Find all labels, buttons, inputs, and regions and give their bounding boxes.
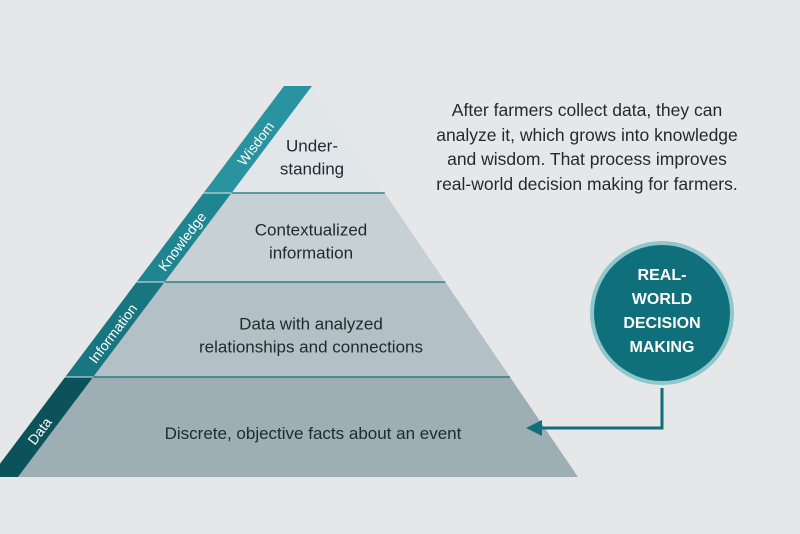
callout-arrow-head-icon	[526, 420, 542, 436]
description-line: analyze it, which grows into knowledge	[436, 124, 738, 145]
decision-making-label-line: MAKING	[630, 339, 695, 356]
pyramid-tier-wisdom	[231, 86, 385, 193]
tier-label-information: Data with analyzed	[239, 315, 383, 334]
tier-label-data: Discrete, objective facts about an event	[165, 424, 462, 443]
callout-connector-line	[540, 388, 664, 430]
side-band-segment-information	[65, 282, 165, 377]
side-band-segment-data	[0, 377, 94, 477]
description-line: real-world decision making for farmers.	[436, 173, 738, 194]
side-band-segment-knowledge	[136, 193, 232, 282]
tier-label-information: relationships and connections	[199, 338, 423, 357]
description-line: After farmers collect data, they can	[451, 100, 723, 120]
description-line: and wisdom. That process improves	[447, 149, 727, 169]
pyramid-tier-information	[93, 282, 510, 377]
pyramid-tiers	[18, 86, 578, 477]
pyramid-tier-knowledge	[164, 193, 446, 282]
decision-making-label: REAL- WORLD DECISION MAKING	[623, 267, 700, 356]
tier-label-knowledge: information	[269, 244, 353, 263]
pyramid-tier-data	[18, 377, 578, 477]
tier-label-wisdom: standing	[280, 160, 344, 179]
tier-label-wisdom: Under-	[286, 137, 338, 156]
decision-making-label-line: WORLD	[632, 291, 692, 308]
decision-making-label-line: REAL-	[638, 267, 687, 284]
description-paragraph: After farmers collect data, they can anal…	[402, 98, 772, 196]
side-band-segment-wisdom	[203, 86, 312, 193]
decision-making-label-line: DECISION	[623, 315, 700, 332]
decision-making-circle-inner	[594, 245, 730, 381]
tier-label-knowledge: Contextualized	[255, 221, 367, 240]
